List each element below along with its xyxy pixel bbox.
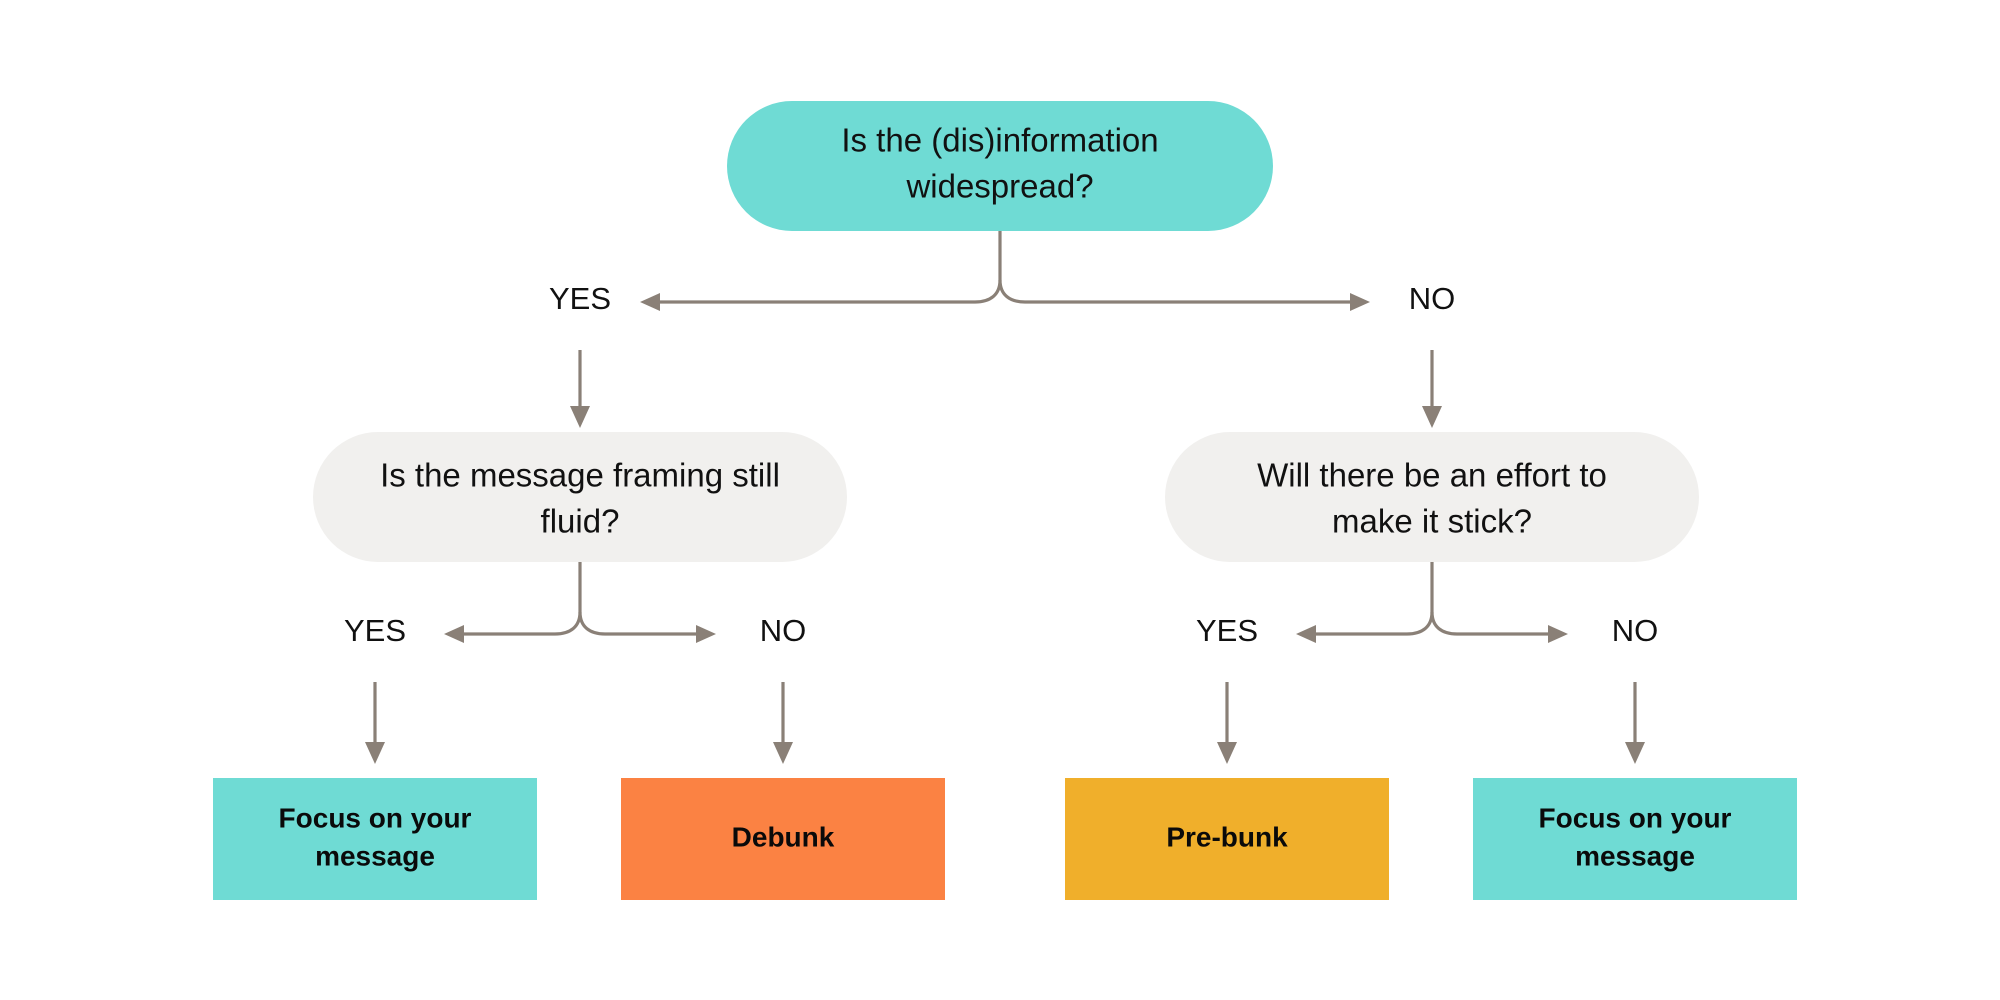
connector-root-left — [655, 279, 1002, 304]
arrowhead-root-no-down-icon — [1422, 406, 1442, 428]
node-root-question[interactable]: Is the (dis)information widespread? — [727, 101, 1273, 231]
result-focus-left-line1: Focus on your — [279, 802, 472, 833]
connector-root-yes-down — [570, 350, 590, 428]
connector-right-branch-no — [1430, 611, 1552, 636]
connector-left-branch-no — [578, 611, 700, 636]
arrowhead-left-no-down-icon — [773, 742, 793, 764]
arrowhead-right-no-icon — [1548, 625, 1568, 643]
connector-left-no-down — [773, 682, 793, 764]
result-box-focus-left[interactable]: Focus on your message — [213, 778, 537, 900]
branch-label-right-no-text: NO — [1612, 613, 1659, 648]
result-prebunk-shape — [1065, 778, 1389, 900]
result-box-focus-right[interactable]: Focus on your message — [1473, 778, 1797, 900]
arrowhead-root-yes-down-icon — [570, 406, 590, 428]
arrowhead-right-no-down-icon — [1625, 742, 1645, 764]
node-question-message-framing[interactable]: Is the message framing still fluid? — [313, 432, 847, 562]
root-question-line1: Is the (dis)information — [841, 122, 1158, 159]
question-effort-stick-shape — [1165, 432, 1699, 562]
question-message-framing-line1: Is the message framing still — [380, 457, 780, 494]
connector-right-yes-down — [1217, 682, 1237, 764]
result-focus-right-line1: Focus on your — [1539, 802, 1732, 833]
connector-right-no-down — [1625, 682, 1645, 764]
connector-right-split — [1296, 562, 1568, 643]
arrowhead-left-no-icon — [696, 625, 716, 643]
connector-root-split — [640, 231, 1370, 311]
arrowhead-root-left-icon — [640, 293, 660, 311]
arrowhead-left-yes-icon — [444, 625, 464, 643]
result-focus-left-line2: message — [315, 840, 435, 871]
arrowhead-right-yes-icon — [1296, 625, 1316, 643]
result-debunk-label: Debunk — [732, 821, 835, 852]
branch-label-right-yes-text: YES — [1196, 613, 1258, 648]
root-question-line2: widespread? — [905, 168, 1093, 205]
arrowhead-left-yes-down-icon — [365, 742, 385, 764]
result-focus-right-line2: message — [1575, 840, 1695, 871]
connector-root-right — [998, 279, 1355, 304]
node-question-effort-stick[interactable]: Will there be an effort to make it stick… — [1165, 432, 1699, 562]
question-effort-stick-line1: Will there be an effort to — [1257, 457, 1607, 494]
connector-right-branch-yes — [1312, 611, 1434, 636]
arrowhead-right-yes-down-icon — [1217, 742, 1237, 764]
branch-label-root-yes-text: YES — [549, 281, 611, 316]
arrowhead-root-right-icon — [1350, 293, 1370, 311]
root-question-shape — [727, 101, 1273, 231]
branch-label-left-no-text: NO — [760, 613, 807, 648]
result-prebunk-label: Pre-bunk — [1166, 821, 1288, 852]
connector-left-split — [444, 562, 716, 643]
question-message-framing-shape — [313, 432, 847, 562]
connector-left-yes-down — [365, 682, 385, 764]
result-focus-left-shape — [213, 778, 537, 900]
connector-root-no-down — [1422, 350, 1442, 428]
question-message-framing-line2: fluid? — [541, 503, 620, 540]
question-effort-stick-line2: make it stick? — [1332, 503, 1532, 540]
branch-label-left-yes-text: YES — [344, 613, 406, 648]
branch-label-root-no: NO — [1409, 281, 1456, 316]
result-box-debunk[interactable]: Debunk — [621, 778, 945, 900]
branch-label-root-yes: YES — [549, 281, 611, 316]
branch-label-root-no-text: NO — [1409, 281, 1456, 316]
connector-left-branch-yes — [460, 611, 582, 636]
result-debunk-shape — [621, 778, 945, 900]
result-focus-right-shape — [1473, 778, 1797, 900]
result-box-prebunk[interactable]: Pre-bunk — [1065, 778, 1389, 900]
